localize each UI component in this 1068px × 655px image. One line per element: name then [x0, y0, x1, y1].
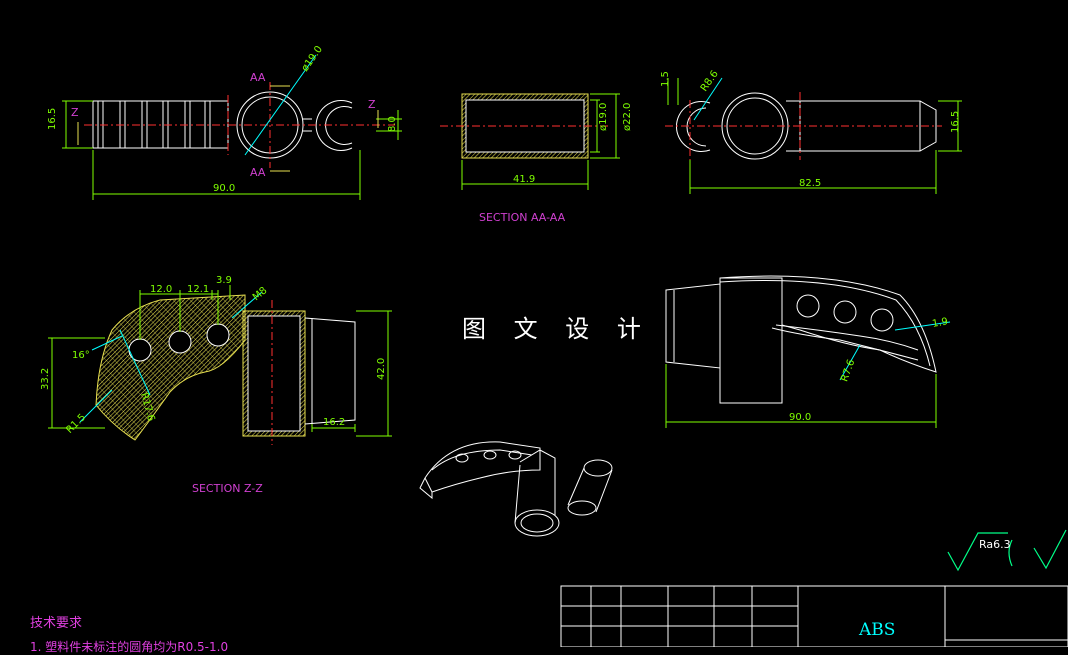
dim-dia-19-mid: ø19.0: [598, 103, 609, 131]
dim-90-bottom: 90.0: [789, 412, 811, 423]
title-block: [560, 585, 1068, 647]
view-top-left-dims: [62, 54, 402, 200]
dim-82-5: 82.5: [799, 178, 821, 189]
surface-finish-symbol: [947, 529, 1067, 572]
dim-8-0: 8.0: [387, 116, 398, 132]
view-section-aa: 41.9 ø19.0 ø22.0 SECTION AA-AA: [440, 93, 633, 224]
view-top-right-dims: [667, 77, 962, 194]
dim-16-5-left: 16.5: [47, 108, 58, 130]
dim-r8-6: R8.6: [699, 69, 721, 94]
aa-mark-bottom: AA: [250, 166, 266, 179]
dim-m8: M8: [251, 285, 270, 303]
z-mark-left: Z: [71, 106, 79, 119]
view-top-left-text: 16.5 ø19.0 8.0 90.0 AA AA Z Z: [47, 44, 398, 194]
dim-16-2: 16.2: [323, 417, 345, 428]
section-zz-label: SECTION Z-Z: [192, 482, 263, 495]
dim-42-0: 42.0: [376, 358, 387, 380]
drawing-title: 图 文 设 计: [462, 315, 651, 343]
dim-41-9: 41.9: [513, 174, 535, 185]
dim-1-5: 1.5: [660, 71, 671, 87]
dim-r1-5: R1.5: [64, 412, 88, 436]
material-label: ABS: [859, 620, 896, 640]
dim-12-1: 12.1: [187, 284, 209, 295]
view-top-left-centerlines: [84, 82, 395, 168]
surface-finish-label: Ra6.3: [979, 538, 1011, 551]
dim-3-9: 3.9: [216, 275, 232, 286]
aa-mark-top: AA: [250, 71, 266, 84]
dim-dia-22: ø22.0: [622, 103, 633, 131]
dim-16-deg: 16°: [72, 350, 90, 361]
view-top-right-centerlines: [665, 92, 942, 190]
dim-r7-6: R7.6: [839, 358, 857, 383]
view-section-zz-dims: [48, 285, 392, 437]
dim-16-5-right: 16.5: [950, 111, 961, 133]
isometric-view: [419, 441, 613, 537]
dim-1-9: 1.9: [931, 316, 949, 330]
section-aa-label: SECTION AA-AA: [479, 211, 566, 224]
dim-12-0: 12.0: [150, 284, 172, 295]
dim-90-top: 90.0: [213, 183, 235, 194]
technical-requirements-title: 技术要求: [30, 616, 83, 631]
dim-33-2: 33.2: [40, 368, 51, 390]
dim-dia-19-left: ø19.0: [300, 44, 325, 74]
view-bottom-right: [665, 275, 937, 404]
view-bottom-right-dims: [665, 321, 951, 428]
z-mark-right: Z: [368, 98, 376, 111]
view-section-zz: [95, 294, 356, 441]
